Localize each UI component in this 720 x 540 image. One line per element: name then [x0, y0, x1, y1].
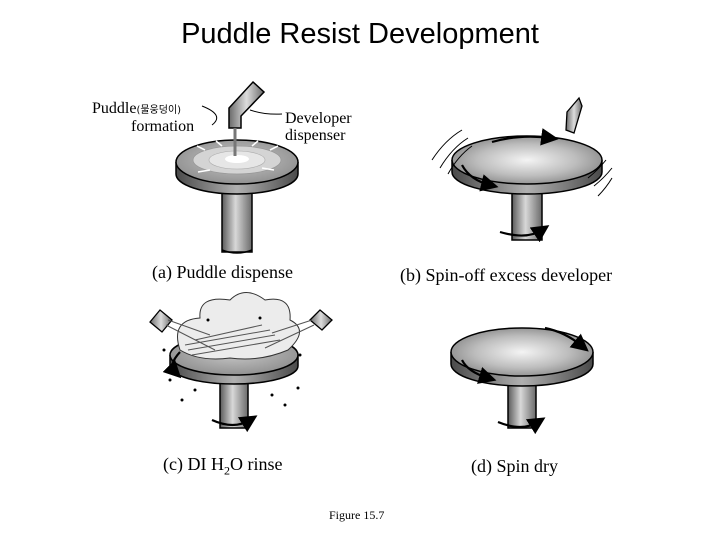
panel-c-rinse-cloud: [178, 293, 300, 360]
caption-d: (d) Spin dry: [471, 456, 558, 477]
caption-a: (a) Puddle dispense: [152, 262, 293, 283]
panel-b-chuck: [452, 136, 602, 240]
developer-dispenser-label-line1: Developer: [285, 110, 352, 127]
puddle-leader-line: [202, 106, 217, 125]
figure-label: Figure 15.7: [329, 508, 384, 523]
puddle-formation-label: Puddle(물웅덩이): [92, 100, 181, 119]
panel-b-dispenser-nozzle: [566, 98, 582, 133]
developer-dispenser-label-line2: dispenser: [285, 127, 345, 144]
panel-d-chuck: [451, 328, 593, 428]
puddle-label-word: Puddle: [92, 100, 136, 117]
caption-c-prefix: (c) DI H: [163, 454, 224, 474]
puddle-label-korean: (물웅덩이): [136, 105, 181, 116]
caption-c: (c) DI H2O rinse: [163, 454, 282, 479]
caption-b: (b) Spin-off excess developer: [400, 265, 612, 286]
puddle-formation-label-line2: formation: [131, 118, 194, 135]
caption-c-suffix: O rinse: [230, 454, 283, 474]
panel-a-chuck: [176, 140, 298, 253]
dispenser-leader-line: [250, 110, 282, 114]
